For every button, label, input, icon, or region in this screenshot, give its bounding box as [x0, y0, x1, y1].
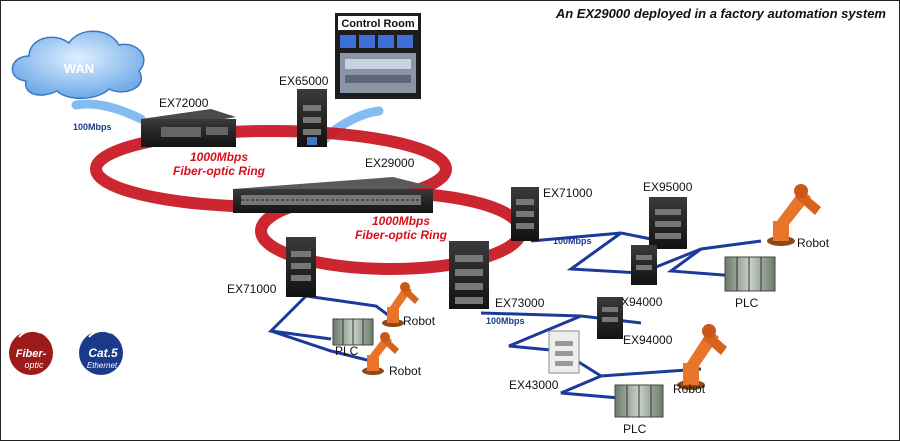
ex73000-label: EX73000	[495, 296, 545, 310]
link-ex95000-ex94000	[566, 231, 642, 275]
ex95000-switch	[649, 197, 687, 249]
robot-left-top-label: Robot	[403, 314, 436, 328]
link-robot-left-bottom	[270, 329, 372, 363]
plc-bottom-label: PLC	[623, 422, 647, 436]
ex94000-lower-switch	[597, 297, 623, 339]
ex43000-label: EX43000	[509, 378, 559, 392]
robot-bottom-image	[677, 324, 727, 390]
robot-left-bottom-image	[362, 332, 399, 375]
robot-right-label: Robot	[797, 236, 830, 250]
ring1-type-label: Fiber-optic Ring	[173, 164, 266, 178]
plc-right-label: PLC	[735, 296, 759, 310]
plc-right-image	[724, 256, 776, 292]
ex73000-switch	[449, 241, 489, 309]
control-room-label: Control Room	[341, 18, 415, 30]
ex94000-upper-switch	[631, 245, 657, 285]
ex95000-label: EX95000	[643, 180, 693, 194]
cat5-legend-line2: Ethernet	[87, 361, 118, 370]
link-robot-bottom	[560, 349, 702, 378]
ex72000-label: EX72000	[159, 96, 209, 110]
link-ex71000-ex95000	[530, 231, 662, 243]
ring2-type-label: Fiber-optic Ring	[355, 228, 448, 242]
plc-left-image	[332, 318, 374, 346]
plc-left-label: PLC	[335, 344, 359, 358]
fiber-optic-legend: Fiber- optic	[9, 329, 53, 375]
wan-speed-label: 100Mbps	[73, 122, 112, 132]
robot-left-bottom-label: Robot	[389, 364, 422, 378]
fiber-legend-line1: Fiber-	[16, 348, 47, 360]
ring1-speed-label: 1000Mbps	[190, 150, 248, 164]
link-plc-right	[666, 247, 737, 278]
ex71000-right-switch	[511, 187, 539, 241]
ex73000-speed-label: 100Mbps	[486, 316, 525, 326]
ex29000-switch	[233, 177, 433, 213]
ex65000-switch	[297, 89, 327, 147]
ex71000-left-label: EX71000	[227, 282, 277, 296]
plc-bottom-image	[614, 384, 664, 418]
ex43000-switch	[548, 330, 580, 374]
ex71000-speed-label: 100Mbps	[553, 236, 592, 246]
ex71000-right-label: EX71000	[543, 186, 593, 200]
cat5-legend-line1: Cat.5	[88, 346, 118, 360]
ex71000-left-switch	[286, 237, 316, 297]
robot-left-top-image	[382, 282, 419, 327]
ring2-speed-label: 1000Mbps	[372, 214, 430, 228]
ex29000-label: EX29000	[365, 156, 415, 170]
wan-label: WAN	[64, 61, 94, 76]
ex94000-lower-label: EX94000	[623, 333, 673, 347]
link-plc-bottom	[560, 374, 632, 401]
fiber-legend-line2: optic	[24, 360, 44, 370]
robot-right-image	[767, 184, 821, 246]
wan-link	[71, 99, 146, 124]
wan-cloud: WAN	[11, 30, 145, 99]
link-ex43000	[508, 314, 582, 353]
cat5-ethernet-legend: Cat.5 Ethernet	[79, 329, 123, 375]
diagram-title: An EX29000 deployed in a factory automat…	[555, 6, 887, 21]
ex72000-switch	[141, 109, 236, 147]
ex94000-upper-label: EX94000	[613, 295, 663, 309]
ethernet-links	[267, 231, 762, 401]
robot-bottom-label: Robot	[673, 382, 706, 396]
control-room: Control Room	[335, 13, 421, 99]
link-robot-left-top	[305, 294, 397, 323]
ex65000-label: EX65000	[279, 74, 329, 88]
